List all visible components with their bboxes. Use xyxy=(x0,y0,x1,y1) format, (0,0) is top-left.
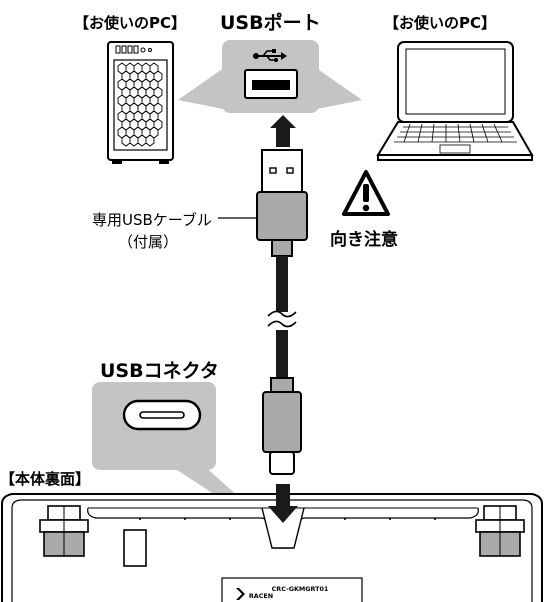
tower-pc-illustration xyxy=(107,41,174,164)
keyboard-back-illustration xyxy=(1,493,543,602)
usb-port-callout-right xyxy=(312,65,362,110)
caution-label: 向き注意 xyxy=(330,230,398,250)
usb-port-label: USBポート xyxy=(220,12,321,34)
warning-triangle-icon xyxy=(342,170,390,216)
usb-port-callout-left xyxy=(178,65,228,110)
cable-break-mark xyxy=(267,310,297,328)
cable-lower xyxy=(276,330,288,378)
model-number: CRC-GKMGRT01 xyxy=(272,585,329,593)
brand-logo-icon xyxy=(236,588,245,600)
usb-icon xyxy=(253,49,287,62)
usb-a-plug xyxy=(256,149,308,257)
usb-connector-label: USBコネクタ xyxy=(100,360,219,382)
up-arrow-icon xyxy=(270,115,296,147)
brand-name: RACEN xyxy=(249,592,273,600)
laptop-illustration xyxy=(376,41,534,161)
cable-sub-label: （付属） xyxy=(118,233,179,251)
cable-label: 専用USBケーブル xyxy=(92,211,212,229)
pc-left-label: 【お使いのPC】 xyxy=(74,14,187,32)
pc-right-label: 【お使いのPC】 xyxy=(384,14,497,32)
label-plate xyxy=(221,577,363,602)
usb-c-plug xyxy=(262,377,302,475)
body-back-label: 【本体裏面】 xyxy=(0,470,91,488)
cable-upper xyxy=(276,256,288,312)
down-arrow-icon xyxy=(268,484,298,523)
